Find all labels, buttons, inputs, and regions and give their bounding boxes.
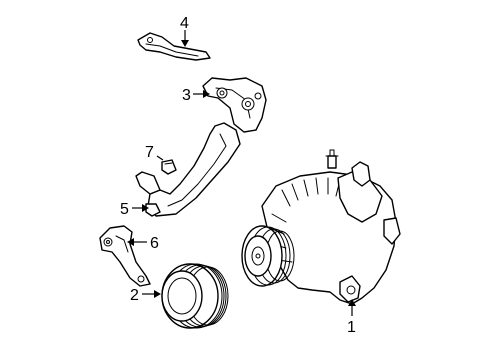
- callout-label-4: 4: [180, 15, 189, 32]
- clip-part: [161, 159, 177, 175]
- callout-label-5: 5: [120, 201, 129, 218]
- callout-label-7: 7: [145, 144, 154, 161]
- callout-label-6: 6: [150, 235, 159, 252]
- callout-3: 3: [182, 87, 210, 104]
- callout-2: 2: [130, 287, 161, 304]
- callout-6: 6: [127, 235, 159, 252]
- upper-bracket-part: [202, 77, 267, 133]
- adjusting-bar-part: [99, 225, 151, 287]
- callout-1: 1: [347, 299, 356, 336]
- callout-label-3: 3: [182, 87, 191, 104]
- top-bracket-part: [137, 32, 211, 61]
- stay-bracket-part: [135, 122, 241, 217]
- pulley-part: [161, 263, 229, 329]
- callout-label-2: 2: [130, 287, 139, 304]
- callout-label-1: 1: [347, 319, 356, 336]
- callout-7: 7: [145, 144, 164, 161]
- callout-4: 4: [180, 15, 189, 47]
- alternator-part: [241, 149, 401, 305]
- callout-5: 5: [120, 201, 149, 218]
